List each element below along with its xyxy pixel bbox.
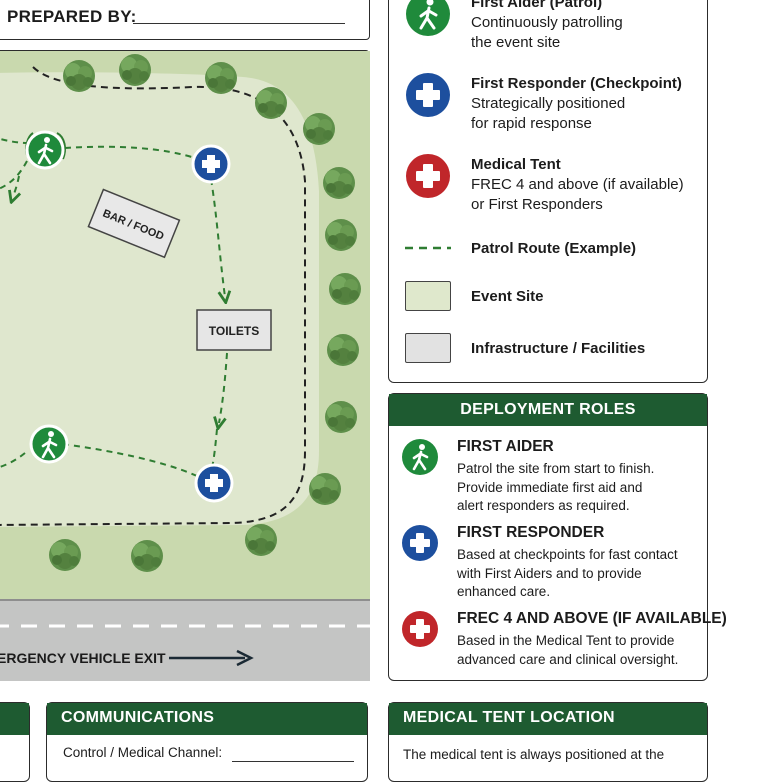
cross-icon bbox=[402, 611, 438, 647]
walking-person-icon bbox=[402, 439, 438, 475]
event-site-swatch bbox=[405, 281, 451, 311]
event-site-map: BAR / FOOD TOILETS E bbox=[0, 50, 370, 681]
legend-title: Medical Tent bbox=[471, 156, 561, 173]
event-area bbox=[0, 72, 319, 527]
medical-tent-text: The medical tent is always positioned at… bbox=[403, 747, 665, 762]
deployment-roles-panel: DEPLOYMENT ROLES FIRST AIDER Patrol the … bbox=[388, 393, 727, 681]
legend-desc: for rapid response bbox=[471, 115, 592, 132]
role-title: FIRST AIDER bbox=[457, 438, 554, 455]
cutoff-panel bbox=[0, 702, 30, 782]
legend-title: Patrol Route (Example) bbox=[471, 240, 637, 257]
road bbox=[0, 599, 370, 681]
legend-desc: Strategically positioned bbox=[471, 95, 626, 112]
legend-desc: the event site bbox=[471, 34, 561, 51]
cutoff-panel-heading bbox=[0, 703, 29, 735]
role-desc: Based in the Medical Tent to provide bbox=[457, 633, 675, 648]
medical-tent-location-panel: MEDICAL TENT LOCATION The medical tent i… bbox=[388, 702, 708, 782]
patrol-route bbox=[0, 137, 227, 477]
site-boundary bbox=[0, 66, 306, 526]
medical-tent-heading: MEDICAL TENT LOCATION bbox=[389, 703, 707, 735]
communications-heading: COMMUNICATIONS bbox=[47, 703, 367, 735]
prepared-by-label: PREPARED BY: bbox=[7, 7, 137, 26]
infrastructure-swatch bbox=[405, 333, 451, 363]
cross-icon bbox=[402, 525, 438, 561]
first-aider-map-marker[interactable] bbox=[29, 424, 69, 464]
first-aider-map-marker[interactable] bbox=[25, 130, 65, 170]
walking-person-icon bbox=[406, 0, 450, 36]
role-desc: Patrol the site from start to finish. bbox=[457, 461, 655, 476]
role-desc: advanced care and clinical oversight. bbox=[457, 651, 679, 667]
role-desc: Provide immediate first aid and bbox=[457, 479, 643, 495]
emergency-exit-label: ERGENCY VEHICLE EXIT bbox=[0, 650, 166, 666]
legend-desc: FREC 4 and above (if available) bbox=[471, 176, 684, 193]
channel-label: Control / Medical Channel: bbox=[63, 745, 223, 760]
exit-arrow-icon bbox=[169, 649, 254, 667]
legend-title: Event Site bbox=[471, 288, 544, 305]
deployment-roles-heading: DEPLOYMENT ROLES bbox=[389, 394, 707, 426]
cross-icon bbox=[406, 73, 450, 117]
first-responder-map-marker[interactable] bbox=[194, 463, 234, 503]
site-map-canvas: BAR / FOOD TOILETS E bbox=[0, 51, 370, 681]
cross-icon bbox=[406, 154, 450, 198]
legend-title: Infrastructure / Facilities bbox=[471, 340, 646, 357]
legend-desc: or First Responders bbox=[471, 196, 603, 213]
prepared-by-box: PREPARED BY: bbox=[0, 0, 370, 40]
communications-panel: COMMUNICATIONS Control / Medical Channel… bbox=[46, 702, 368, 782]
dashed-line-icon bbox=[405, 246, 451, 250]
toilets-building: TOILETS bbox=[196, 309, 272, 351]
channel-field[interactable] bbox=[232, 761, 354, 762]
legend-title: First Aider (Patrol) bbox=[471, 0, 603, 11]
role-desc: Based at checkpoints for fast contact bbox=[457, 547, 678, 562]
prepared-by-field[interactable] bbox=[133, 23, 345, 24]
map-legend: First Aider (Patrol) Continuously patrol… bbox=[388, 0, 708, 383]
legend-title: First Responder (Checkpoint) bbox=[471, 75, 682, 92]
role-desc: enhanced care. bbox=[457, 584, 551, 600]
motion-arc bbox=[56, 132, 66, 160]
road-kerb bbox=[0, 599, 370, 601]
role-desc: with First Aiders and to provide bbox=[457, 565, 642, 581]
role-desc: alert responders as required. bbox=[457, 498, 630, 514]
role-title: FREC 4 AND ABOVE (IF AVAILABLE) bbox=[457, 610, 727, 627]
first-responder-map-marker[interactable] bbox=[191, 144, 231, 184]
toilets-label: TOILETS bbox=[209, 324, 259, 338]
role-title: FIRST RESPONDER bbox=[457, 524, 605, 541]
legend-desc: Continuously patrolling bbox=[471, 14, 623, 31]
